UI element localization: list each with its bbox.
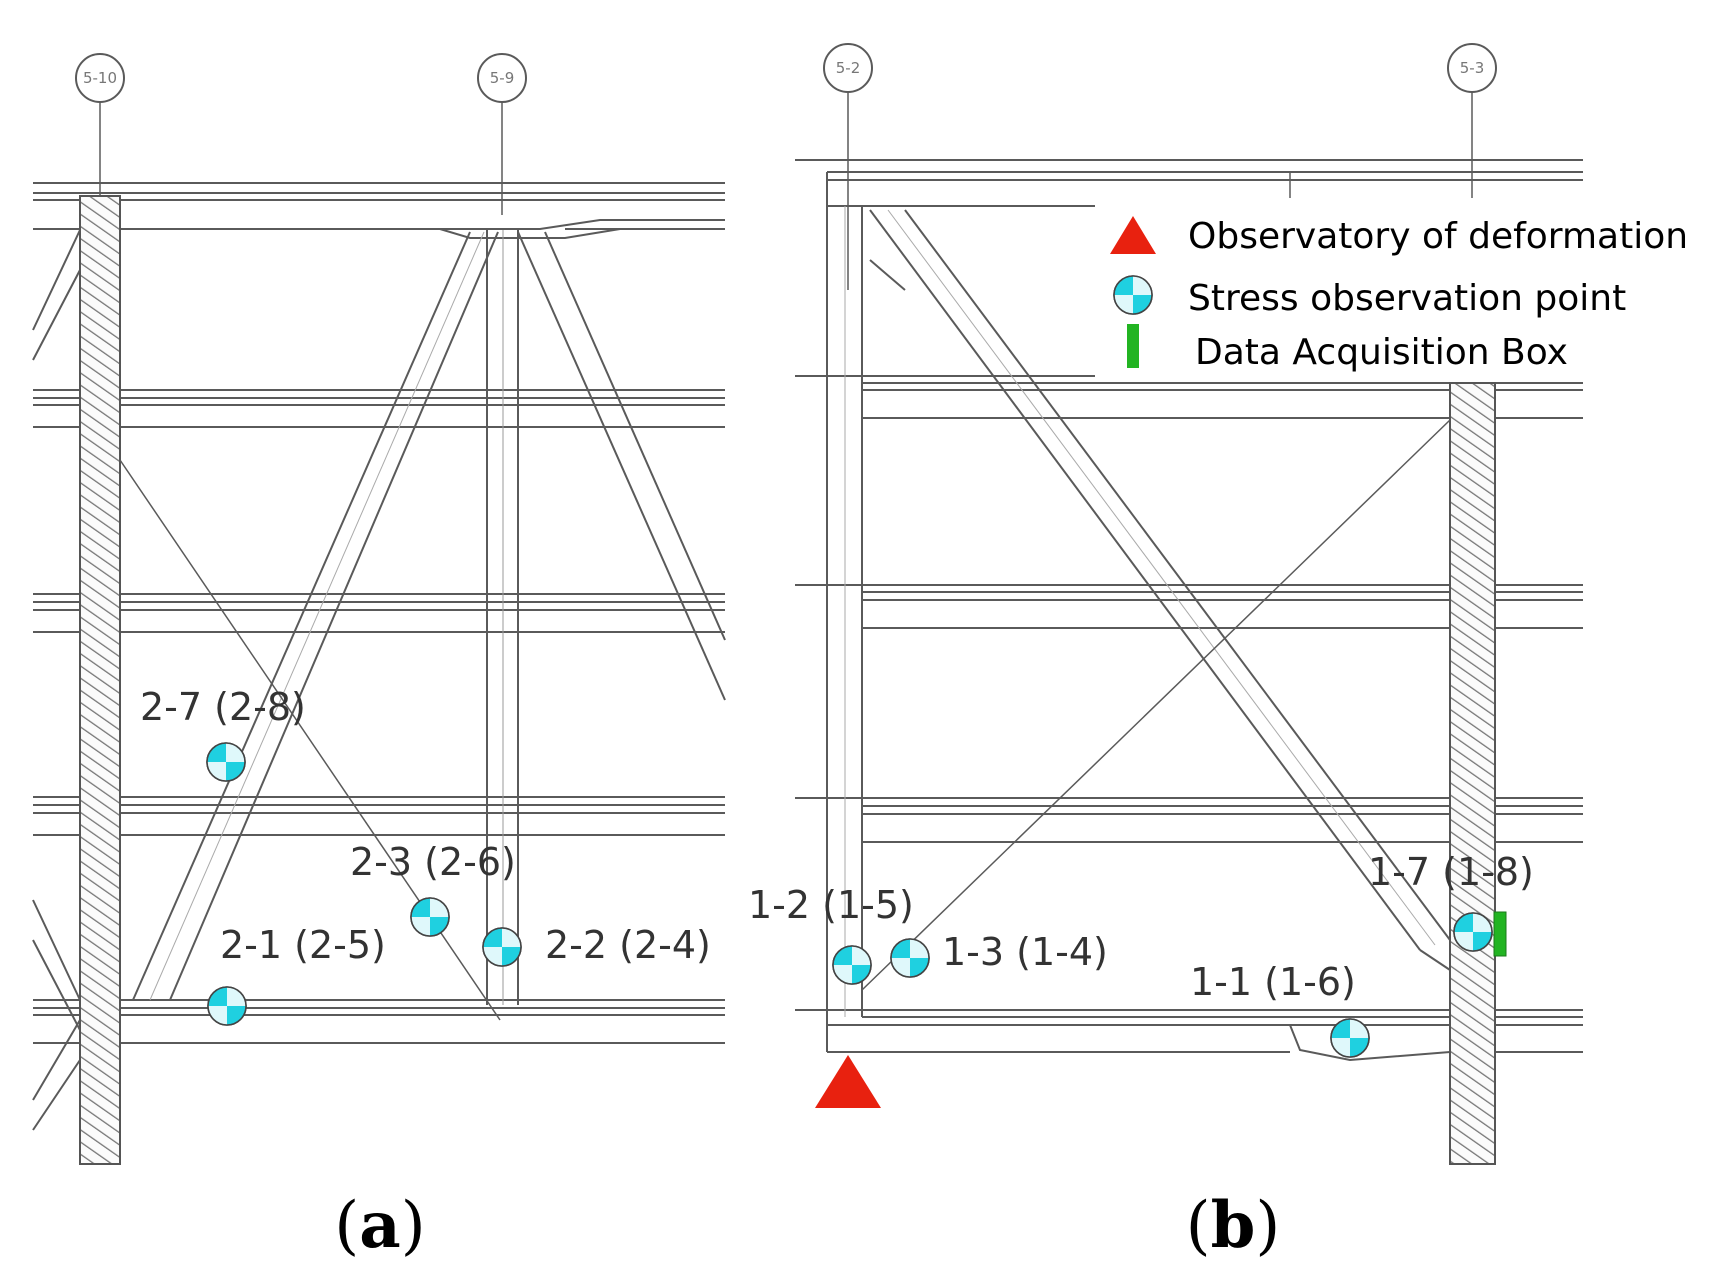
hatched-column-a (79, 195, 121, 1165)
caption-a: (a) (334, 1188, 425, 1263)
legend-box-icon (1127, 324, 1139, 368)
vertical-column-a (486, 230, 519, 1005)
stress-marker (482, 927, 522, 967)
svg-text:5-9: 5-9 (490, 69, 515, 87)
caption-b: (b) (1186, 1188, 1281, 1263)
stress-points-a: 2-7 (2-8) 2-3 (2-6) 2-1 (2-5) 2-2 (2-4) (140, 685, 711, 1026)
point-label: 1-1 (1-6) (1190, 960, 1356, 1004)
point-label: 1-3 (1-4) (942, 930, 1108, 974)
diagonal-braces-a (32, 229, 726, 1131)
stress-marker (1453, 912, 1493, 952)
stress-marker (207, 986, 247, 1026)
data-box-marker (1493, 911, 1507, 957)
legend-deformation-label: Observatory of deformation (1188, 216, 1688, 257)
svg-text:5-3: 5-3 (1460, 59, 1485, 77)
legend-stress-icon (1113, 275, 1153, 315)
grid-axis-5-3: 5-3 (1447, 43, 1497, 200)
point-label: 2-7 (2-8) (140, 685, 306, 729)
point-label: 2-1 (2-5) (220, 923, 386, 967)
stress-marker (410, 897, 450, 937)
stress-points-b: 1-2 (1-5) 1-3 (1-4) 1-7 (1-8) 1-1 (1-6) (748, 850, 1534, 1058)
diagonal-braces-b (861, 209, 1451, 991)
stress-marker (890, 938, 930, 978)
legend-deformation-icon (1110, 216, 1156, 254)
stress-marker (832, 945, 872, 985)
hatched-column-b (1449, 382, 1496, 1165)
deformation-triangle-icon (815, 1055, 881, 1108)
left-column-b (826, 172, 863, 1052)
svg-text:5-10: 5-10 (83, 69, 117, 87)
stress-marker (1330, 1018, 1370, 1058)
grid-axis-5-9: 5-9 (477, 53, 527, 215)
grid-axis-5-2: 5-2 (823, 43, 873, 290)
legend-stress-label: Stress observation point (1188, 278, 1626, 319)
point-label: 1-2 (1-5) (748, 883, 914, 927)
point-label: 2-3 (2-6) (350, 840, 516, 884)
point-label: 2-2 (2-4) (545, 923, 711, 967)
panel-b-drawing: 5-2 5-3 (795, 43, 1583, 1165)
legend-box-label: Data Acquisition Box (1195, 332, 1568, 373)
grid-axis-5-10: 5-10 (75, 53, 125, 200)
point-label: 1-7 (1-8) (1368, 850, 1534, 894)
floor-beams (33, 182, 725, 1044)
svg-text:5-2: 5-2 (836, 59, 861, 77)
stress-marker (206, 742, 246, 782)
legend: Observatory of deformation Stress observ… (1095, 198, 1735, 378)
panel-a-drawing: 5-10 5-9 (32, 53, 726, 1165)
